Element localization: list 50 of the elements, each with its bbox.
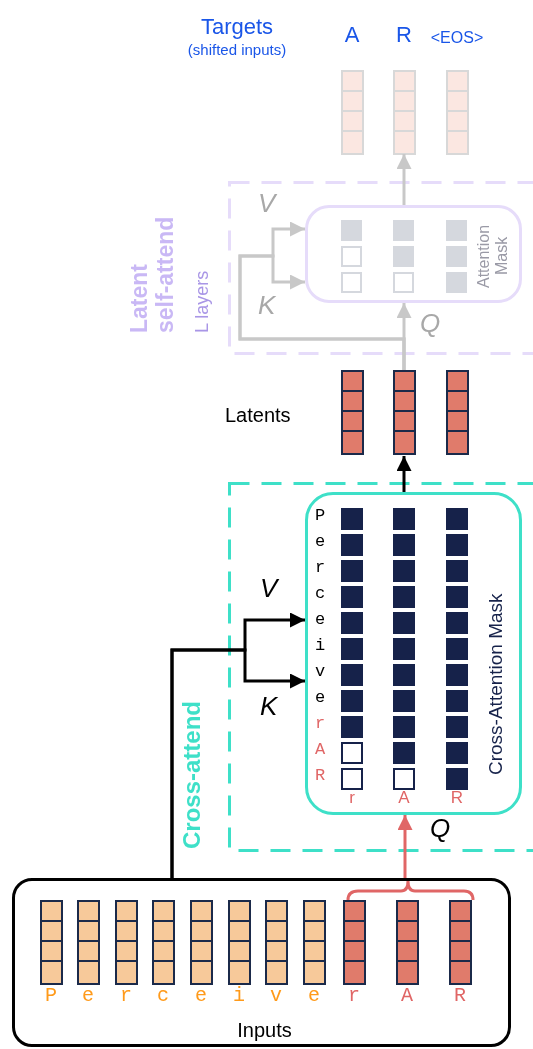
- arrow: [397, 815, 413, 878]
- panel-title: Cross-Attention Mask: [486, 592, 505, 775]
- token-letter: c: [314, 585, 326, 602]
- token-letter: R: [454, 986, 466, 1006]
- edge-label: K: [258, 292, 276, 318]
- token-letter: A: [401, 986, 413, 1006]
- token-letter: i: [233, 986, 245, 1006]
- region-label: Latent self-attend: [126, 215, 179, 333]
- token-letter: i: [314, 637, 326, 654]
- arrow: [396, 456, 412, 492]
- token-letter: e: [314, 611, 326, 628]
- edge-label: K: [260, 693, 278, 719]
- group-label: Latents: [225, 403, 291, 428]
- region-sublabel: L layers: [193, 269, 211, 333]
- group-label: Targets: [200, 13, 274, 41]
- token-letter: e: [314, 533, 326, 550]
- edge-label: Q: [430, 815, 451, 841]
- token-letter: R: [396, 24, 412, 46]
- token-letter: R: [450, 789, 464, 806]
- edge-label: Q: [420, 310, 441, 336]
- panel-title: Inputs: [237, 1018, 292, 1043]
- token-letter: A: [344, 24, 360, 46]
- token-letter: r: [314, 715, 326, 732]
- inputs-panel: [12, 878, 511, 1047]
- token-letter: r: [120, 986, 132, 1006]
- mask-panel: [305, 205, 522, 303]
- token-letter: v: [270, 986, 282, 1006]
- token-letter: e: [314, 689, 326, 706]
- region-label: Cross-attend: [180, 699, 204, 849]
- mask-panel: [305, 492, 522, 815]
- arrow: [238, 254, 406, 370]
- token-letter: r: [349, 789, 355, 806]
- token-letter: A: [314, 741, 326, 758]
- token-letter: r: [314, 559, 326, 576]
- token-letter: P: [314, 507, 326, 524]
- token-letter: R: [314, 767, 326, 784]
- token-letter: <EOS>: [430, 30, 484, 46]
- token-letter: P: [45, 986, 57, 1006]
- token-letter: v: [314, 663, 326, 680]
- token-letter: e: [195, 986, 207, 1006]
- arrow: [396, 154, 412, 205]
- token-letter: e: [308, 986, 320, 1006]
- token-letter: A: [398, 789, 410, 806]
- panel-title: Attention Mask: [475, 223, 511, 290]
- token-letter: c: [157, 986, 169, 1006]
- edge-label: V: [260, 575, 278, 601]
- edge-label: V: [258, 190, 276, 216]
- token-letter: e: [82, 986, 94, 1006]
- token-letter: r: [348, 986, 360, 1006]
- group-sublabel: (shifted inputs): [187, 40, 287, 60]
